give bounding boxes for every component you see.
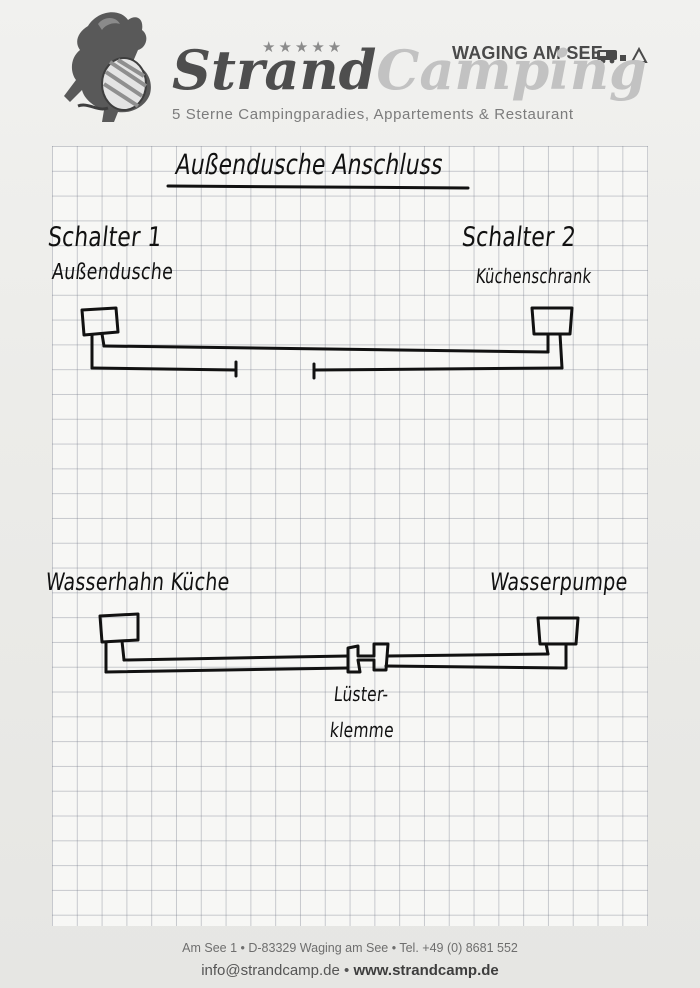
switch2-sub-label: Küchenschrank [474,264,593,288]
tap-label: Wasserhahn Küche [44,568,232,596]
footer-email-link[interactable]: info@strandcamp.de [201,962,340,979]
brand-strand: Strand [172,38,377,102]
location-name: WAGING AM SEE [452,43,603,63]
grid-paper [52,146,648,926]
camper-tent-icon [597,46,648,64]
footer-address: Am See 1 • D-83329 Waging am See • Tel. … [182,941,518,955]
brand-wordmark: StrandCamping [172,40,647,101]
rating-stars: ★★★★★ [262,39,345,56]
switch1-sub-label: Außendusche [50,260,175,285]
footer-contact: info@strandcamp.de • www.strandcamp.de [0,962,700,979]
connector-label-line1: Lüster- [332,682,390,706]
tagline: 5 Sterne Campingparadies, Appartements &… [172,106,574,123]
sketch-title: Außendusche Anschluss [173,148,447,181]
footer-website-link[interactable]: www.strandcamp.de [353,962,499,979]
switch2-label: Schalter 2 [460,222,578,253]
switch1-label: Schalter 1 [46,222,164,253]
connector-label-line2: klemme [328,718,396,742]
brand-camping: Camping [376,38,647,102]
pump-label: Wasserpumpe [488,568,630,596]
footer-separator: • [339,962,354,979]
lion-coat-of-arms-icon [64,12,151,123]
